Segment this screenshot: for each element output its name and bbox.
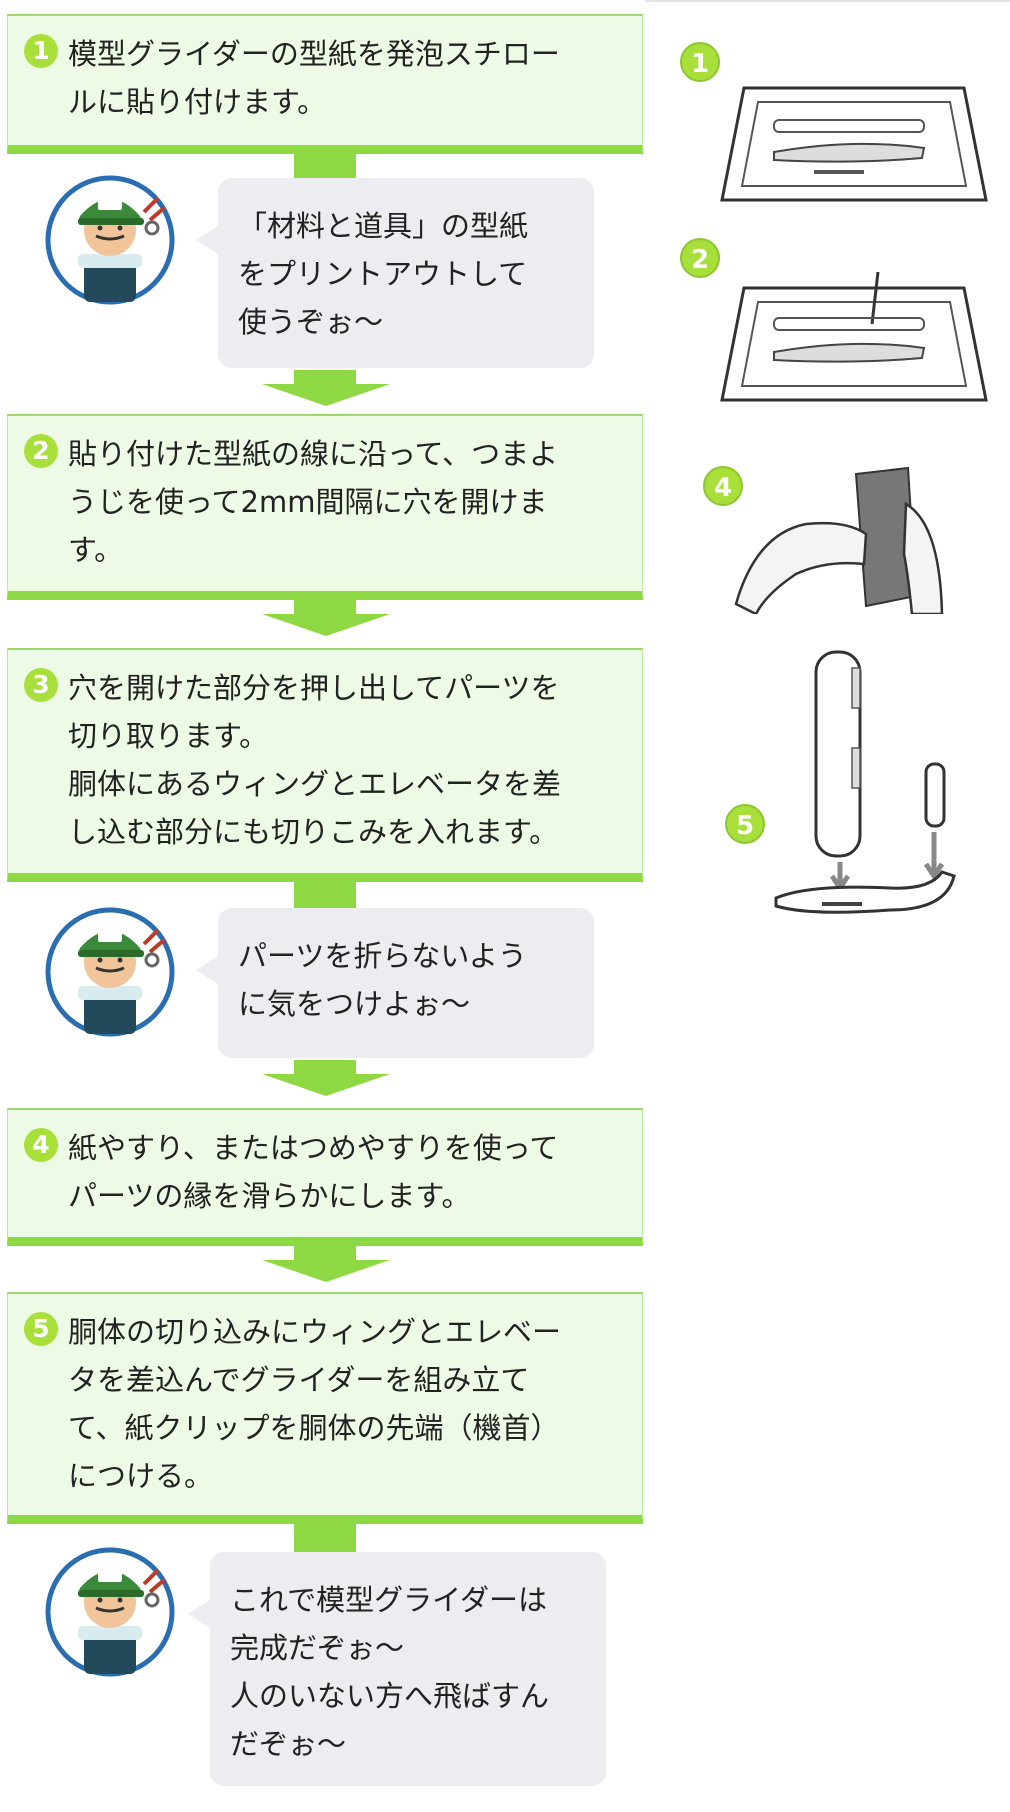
step-5-box: 5 胴体の切り込みにウィングとエレベー タを差込んでグライダーを組み立て て、紙… [7,1292,643,1524]
step-number-badge: 4 [24,1128,58,1162]
speech-bubble-2: パーツを折らないよう に気をつけよぉ〜 [196,908,594,1058]
illustration-badge-2: 2 [680,238,720,278]
top-divider [645,0,1010,2]
foam-tray-template-illustration [720,86,988,202]
step-2-text: 貼り付けた型紙の線に沿って、つまよ うじを使って2mm間隔に穴を開けま す。 [68,437,559,567]
step-number-badge: 3 [24,668,58,702]
step-4-box: 4 紙やすり、またはつめやすりを使って パーツの縁を滑らかにします。 [7,1108,643,1246]
connector-bar [294,1524,356,1552]
step-number-badge: 5 [24,1312,58,1346]
step-3-text: 穴を開けた部分を押し出してパーツを 切り取ります。 胴体にあるウィングとエレベー… [68,671,562,849]
step-2-box: 2 貼り付けた型紙の線に沿って、つまよ うじを使って2mm間隔に穴を開けま す。 [7,414,643,600]
farmer-mascot-avatar [45,907,175,1037]
farmer-mascot-avatar [45,1547,175,1677]
flow-arrow [262,614,390,636]
illustration-badge-5: 5 [725,804,765,844]
sanding-hands-illustration [734,466,944,614]
speech-bubble-1: 「材料と道具」の型紙 をプリントアウトして 使うぞぉ〜 [196,178,594,368]
toothpick-piercing-illustration [720,272,988,402]
step-1-text: 模型グライダーの型紙を発泡スチロー ルに貼り付けます。 [68,37,560,119]
connector-bar [294,1060,356,1074]
connector-bar [294,154,356,180]
connector-bar [294,882,356,908]
connector-bar [294,600,356,614]
step-number-badge: 1 [24,34,58,68]
illustration-badge-4: 4 [703,466,743,506]
farmer-mascot-avatar [45,175,175,305]
flow-arrow [262,1074,390,1096]
step-5-text: 胴体の切り込みにウィングとエレベー タを差込んでグライダーを組み立て て、紙クリ… [68,1315,562,1493]
step-3-box: 3 穴を開けた部分を押し出してパーツを 切り取ります。 胴体にあるウィングとエレ… [7,648,643,882]
step-number-badge: 2 [24,434,58,468]
step-4-text: 紙やすり、またはつめやすりを使って パーツの縁を滑らかにします。 [68,1131,559,1213]
glider-assembly-illustration [774,650,956,914]
speech-bubble-3: これで模型グライダーは 完成だぞぉ〜 人のいない方へ飛ばすん だぞぉ〜 [188,1552,606,1786]
step-1-box: 1 模型グライダーの型紙を発泡スチロー ルに貼り付けます。 [7,14,643,154]
connector-bar [294,1246,356,1260]
illustration-badge-1: 1 [680,42,720,82]
connector-bar [294,370,356,384]
flow-arrow [262,384,390,406]
flow-arrow [262,1260,390,1282]
